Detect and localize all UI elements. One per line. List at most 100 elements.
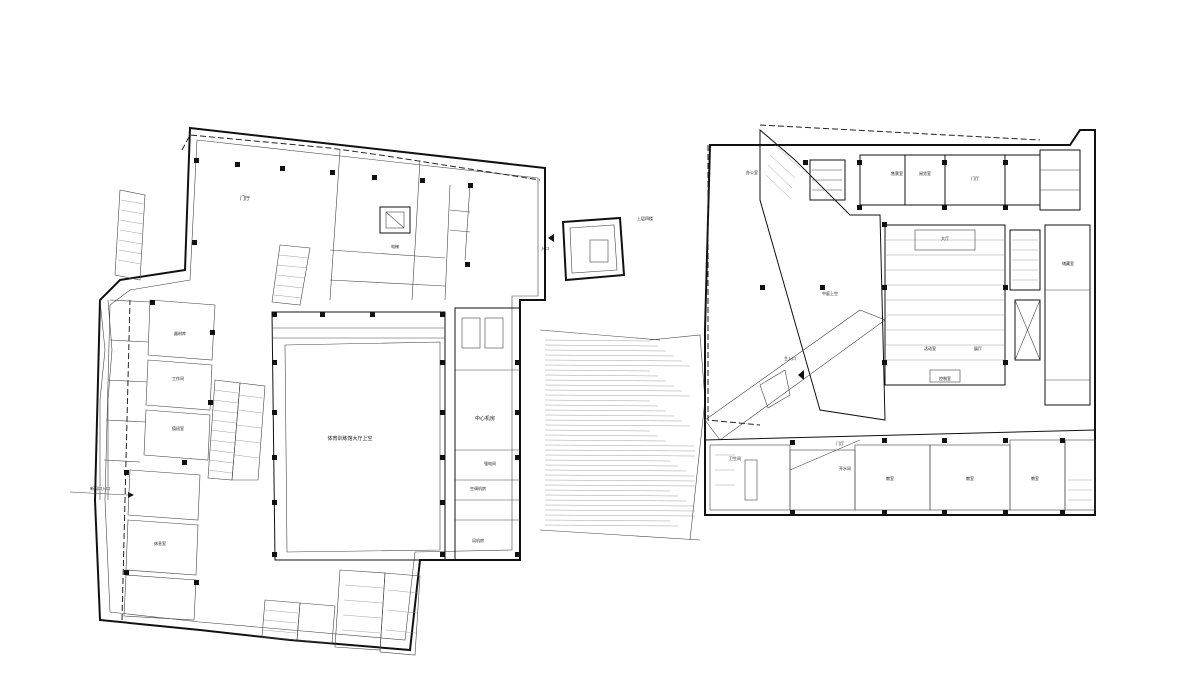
right-classroom-b-label: 教室 — [966, 475, 974, 481]
east-service — [454, 307, 521, 561]
elevator-label: 电梯 — [391, 243, 399, 249]
right-exhibit-label: 展厅 — [974, 345, 982, 351]
step-line — [544, 444, 695, 447]
step-line — [544, 454, 696, 457]
left-wing-outline — [93, 126, 546, 652]
step-line — [544, 464, 679, 467]
atrium-void — [759, 128, 886, 421]
step-line — [544, 409, 667, 412]
step-line — [544, 414, 675, 417]
right-diagonal-ramp — [704, 309, 886, 441]
right-void-label: 中庭上空 — [822, 290, 838, 296]
step-line — [544, 399, 651, 402]
central-hall — [271, 311, 446, 561]
room-a-label: 器材库 — [174, 330, 186, 336]
step-line — [544, 389, 683, 392]
right-wing-columns — [760, 160, 1065, 515]
pavilion-entry-label: 入口 — [541, 246, 549, 251]
step-line — [544, 349, 667, 352]
right-north-rooms — [809, 149, 1081, 211]
step-line — [544, 354, 675, 357]
step-line — [544, 369, 651, 372]
pavilion-entry-arrow — [548, 234, 554, 242]
pavilion-title-label: 上层四楼 — [637, 215, 653, 221]
step-line — [544, 484, 696, 487]
left-wing: 门厅 体育训练馆大厅上空 中心机房 空调机房 风机房 强电间 电梯 新风口入口 … — [69, 126, 546, 656]
north-rooms — [329, 149, 471, 301]
north-stair — [271, 244, 311, 306]
ac-room-label: 空调机房 — [470, 485, 486, 491]
central-hall-label: 体育训练馆大厅上空 — [327, 435, 372, 442]
step-line — [544, 424, 691, 427]
step-line — [544, 344, 659, 347]
right-entry-label: 主入口 — [784, 355, 796, 361]
step-line — [544, 459, 671, 462]
center-room-label: 中心机房 — [475, 415, 495, 422]
left-wing-dash-line — [181, 134, 541, 181]
step-line — [544, 364, 691, 367]
step-line — [544, 434, 659, 437]
step-line — [544, 449, 696, 452]
step-line — [544, 404, 659, 407]
step-line — [544, 374, 659, 377]
atrium-steps — [765, 144, 801, 199]
right-control-label: 控制室 — [939, 375, 951, 381]
step-line — [544, 439, 667, 442]
step-line — [544, 499, 687, 502]
left-walkway — [99, 299, 106, 500]
right-south-rooms — [704, 429, 1096, 511]
lecture-hall — [884, 224, 1006, 386]
right-office-label: 办公室 — [746, 169, 758, 175]
room-d-label: 值班室 — [172, 425, 184, 431]
step-line — [544, 514, 696, 517]
right-activity-label: 活动室 — [924, 345, 936, 351]
step-line — [544, 524, 679, 527]
step-line — [544, 474, 695, 477]
step-line — [544, 494, 679, 497]
left-exterior-stair — [114, 189, 146, 281]
step-line — [544, 504, 695, 507]
west-rooms — [103, 299, 216, 621]
left-wing-dash-line-2 — [121, 299, 131, 621]
elevator-core — [379, 206, 411, 234]
right-classroom-a-label: 教室 — [886, 475, 894, 481]
entry-arrow-head — [128, 492, 134, 498]
south-stairs — [261, 569, 421, 656]
step-line — [544, 479, 696, 482]
step-line — [544, 509, 696, 512]
right-storage-label: 储藏室 — [1062, 260, 1074, 266]
central-grand-steps — [539, 329, 706, 541]
right-east-core — [1009, 224, 1091, 406]
west-stair — [207, 379, 266, 481]
step-line — [544, 384, 675, 387]
right-wing-outline — [704, 129, 1096, 516]
wind-room-label: 风机房 — [472, 537, 484, 543]
side-entry-label: 新风口入口 — [90, 485, 110, 491]
right-hall-label: 门厅 — [971, 175, 979, 181]
step-line — [544, 359, 683, 362]
right-wing: 办公室 售票室 阅览室 门厅 中庭上空 大厅 活动室 展厅 控制室 储藏室 门厅… — [704, 124, 1096, 516]
room-b-label: 工作间 — [172, 375, 184, 381]
step-line — [544, 489, 671, 492]
step-line — [544, 519, 671, 522]
step-line — [544, 419, 683, 422]
right-shop-label: 售票室 — [891, 170, 903, 176]
left-wing-inner-outline — [104, 139, 539, 641]
room-c-label: 休息室 — [154, 540, 166, 546]
power-room-label: 强电间 — [484, 460, 496, 466]
entry-arrow-line — [69, 491, 129, 496]
atrium-entry-arrow — [798, 370, 804, 380]
step-lines — [544, 339, 696, 527]
left-hall-label: 门厅 — [240, 195, 250, 202]
right-lobby-label: 大厅 — [941, 235, 949, 241]
right-hall2-label: 门厅 — [836, 440, 844, 446]
step-line — [544, 394, 691, 397]
right-water-label: 开水间 — [839, 465, 851, 471]
right-wing-dash — [707, 145, 761, 426]
small-pavilion: 上层四楼 入口 — [541, 215, 653, 282]
step-line — [544, 379, 667, 382]
right-reading-label: 阅览室 — [919, 170, 931, 176]
step-line — [544, 339, 651, 342]
left-wing-columns — [124, 158, 520, 585]
